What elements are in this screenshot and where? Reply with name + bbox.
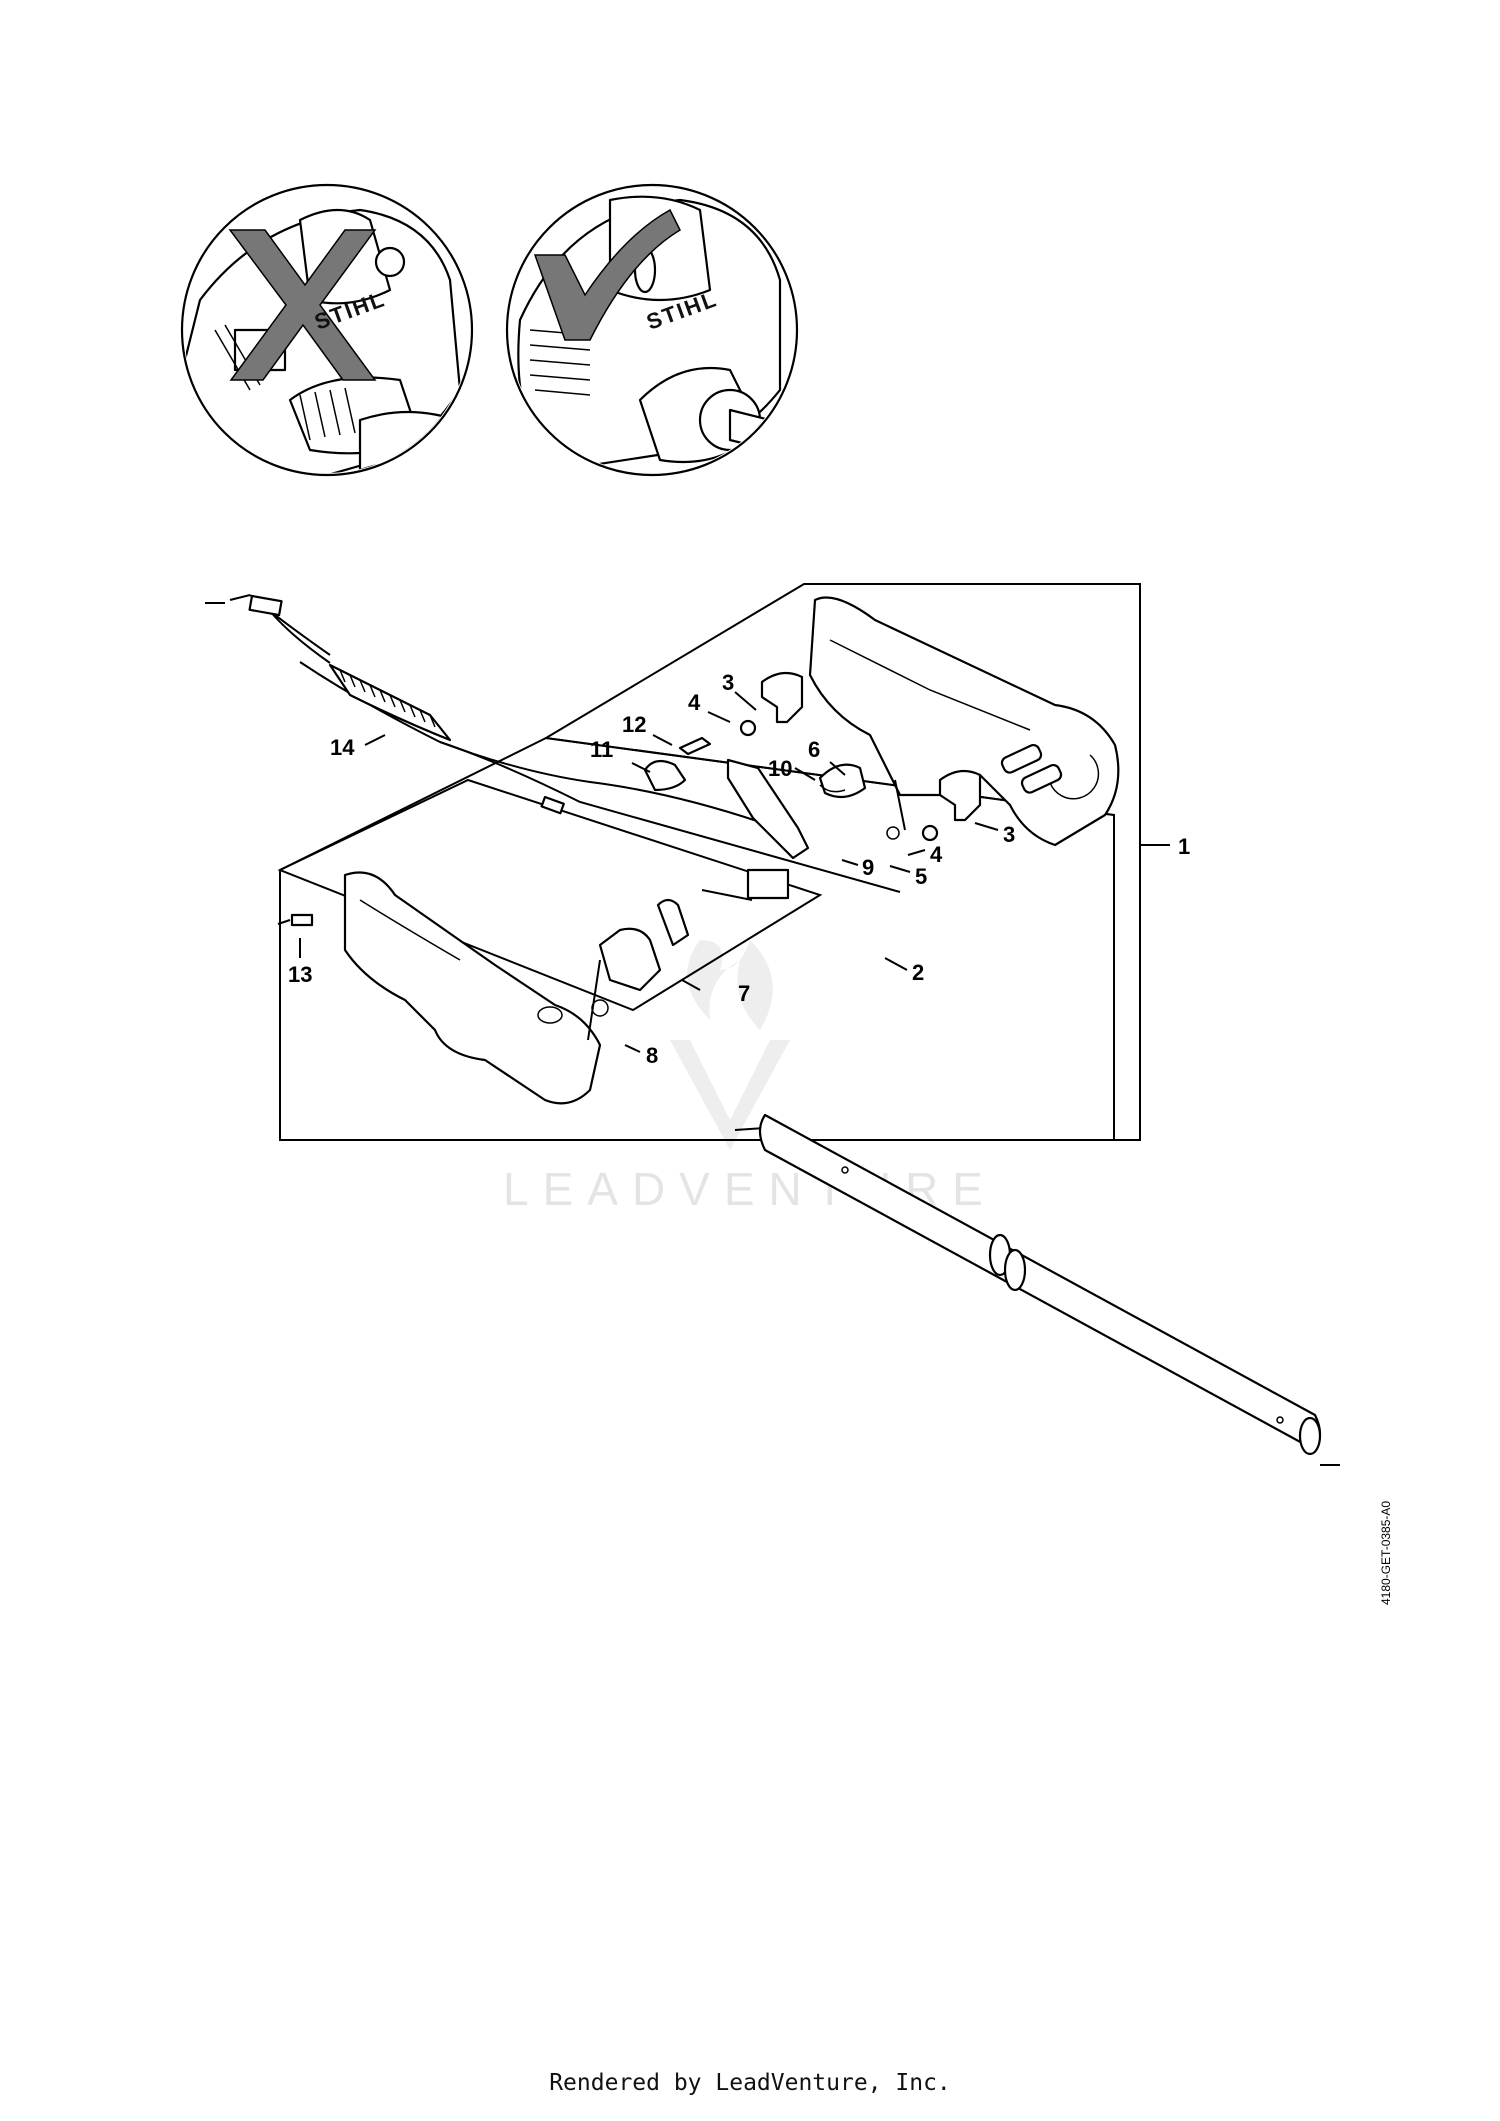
callouts: 1 2 3 3 4 4 5 6 7 8 9 10 11 12 13 14 bbox=[288, 670, 1190, 1068]
watermark: LEADVENTURE bbox=[503, 940, 983, 1215]
small-parts-upper bbox=[643, 671, 982, 860]
callout-5: 5 bbox=[915, 864, 927, 889]
callout-3a: 3 bbox=[722, 670, 734, 695]
callout-6: 6 bbox=[808, 737, 820, 762]
callout-3b: 3 bbox=[1003, 822, 1015, 847]
footer-credit: Rendered by LeadVenture, Inc. bbox=[549, 2070, 951, 2096]
callout-8: 8 bbox=[646, 1043, 658, 1068]
handle-housing-lower bbox=[277, 871, 690, 1105]
leader-lines bbox=[299, 691, 1170, 1053]
assembly-box-outer bbox=[279, 736, 1115, 1141]
callout-11: 11 bbox=[590, 737, 613, 762]
callout-14: 14 bbox=[330, 735, 355, 760]
reference-code: 4180-GET-0385-A0 bbox=[1379, 1501, 1393, 1605]
x-mark-icon bbox=[228, 229, 377, 381]
callout-1: 1 bbox=[1178, 834, 1190, 859]
correct-view-circle: STIHL bbox=[505, 183, 799, 477]
callout-2: 2 bbox=[912, 960, 924, 985]
handle-housing-upper bbox=[808, 596, 1120, 847]
callout-4b: 4 bbox=[930, 842, 943, 867]
assembly-box-2 bbox=[277, 778, 823, 1012]
check-mark-icon bbox=[533, 208, 681, 341]
callout-7: 7 bbox=[738, 981, 750, 1006]
callout-13: 13 bbox=[288, 962, 312, 987]
incorrect-view-circle: STIHL bbox=[180, 183, 474, 477]
control-cable bbox=[205, 594, 901, 901]
shaft-tube bbox=[734, 1113, 1340, 1466]
callout-4a: 4 bbox=[688, 690, 701, 715]
callout-9: 9 bbox=[862, 855, 874, 880]
callout-12: 12 bbox=[622, 712, 646, 737]
callout-10: 10 bbox=[768, 756, 792, 781]
